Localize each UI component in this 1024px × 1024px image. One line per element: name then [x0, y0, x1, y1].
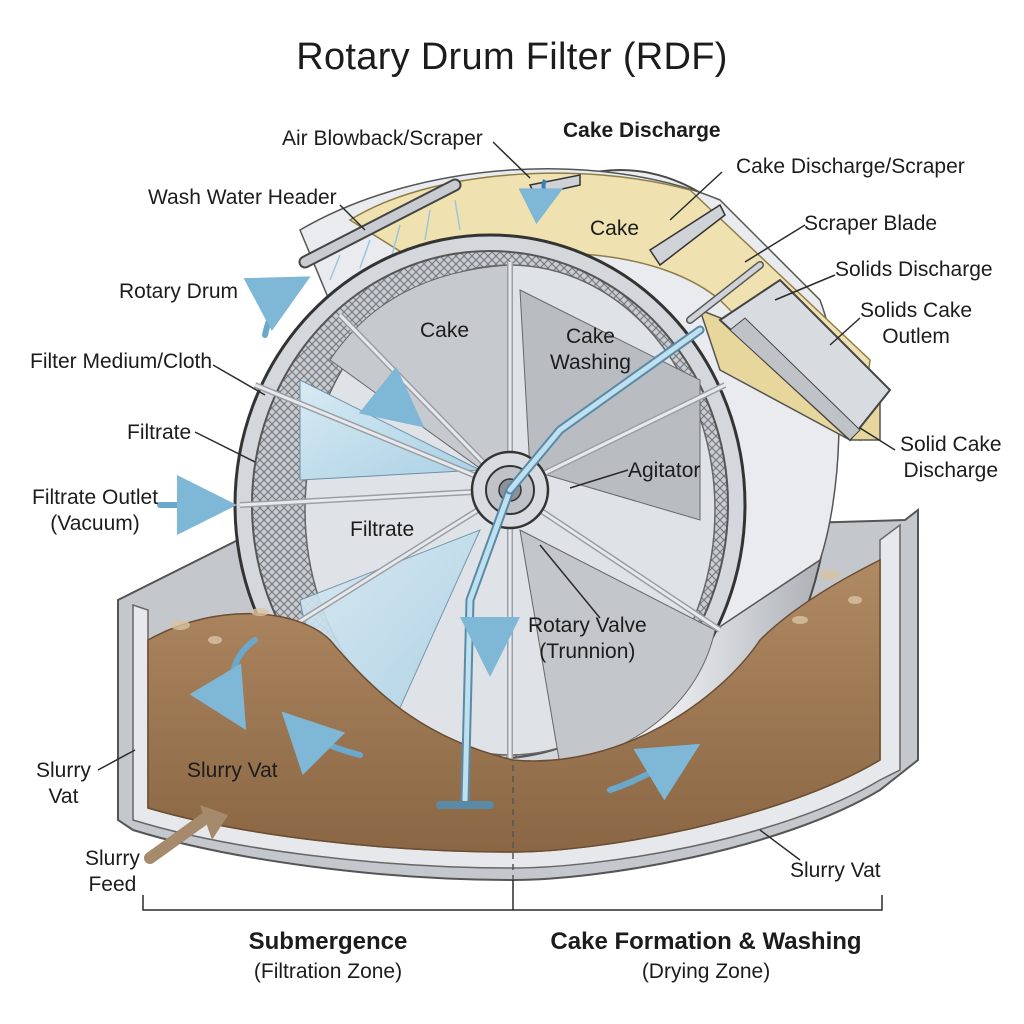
zone-right-title: Cake Formation & Washing — [550, 928, 862, 955]
diagram-title: Rotary Drum Filter (RDF) — [296, 36, 728, 78]
label-cake-washing: Cake Washing — [550, 325, 631, 374]
label-filtrate-left: Filtrate — [127, 421, 192, 444]
label-solids-cake-outlem: Solids Cake Outlem — [860, 299, 973, 348]
zone-brackets — [142, 880, 883, 911]
label-air-blowback: Air Blowback/Scraper — [282, 127, 483, 150]
label-solids-discharge: Solids Discharge — [835, 258, 993, 281]
label-slurry-feed: Slurry Feed — [85, 847, 140, 896]
zone-left-title: Submergence — [248, 928, 408, 955]
label-rotary-drum: Rotary Drum — [119, 280, 239, 303]
label-cake-discharge-top: Cake Discharge — [563, 119, 721, 142]
label-cake-inner: Cake — [420, 319, 470, 342]
zone-left-subtitle: (Filtration Zone) — [253, 960, 403, 983]
label-filtrate-inner: Filtrate — [350, 518, 415, 541]
label-cake-top: Cake — [590, 217, 640, 240]
flow-arrows — [157, 276, 701, 801]
label-slurry-vat-right: Slurry Vat — [790, 859, 881, 882]
wash-water-header — [298, 178, 462, 281]
slurry-feed-arrow — [144, 805, 228, 864]
filtrate-pipes — [436, 325, 705, 809]
label-solid-cake-discharge: Solid Cake Discharge — [900, 433, 1002, 482]
label-filter-medium: Filter Medium/Cloth — [30, 350, 213, 373]
label-slurry-vat-left: Slurry Vat — [36, 759, 91, 808]
leader-lines — [97, 141, 896, 861]
label-rotary-valve: Rotary Valve (Trunnion) — [528, 614, 647, 663]
label-agitator: Agitator — [628, 459, 701, 482]
label-wash-water-header: Wash Water Header — [148, 186, 337, 209]
label-cake-discharge-scraper: Cake Discharge/Scraper — [736, 155, 965, 178]
label-slurry-vat-inner: Slurry Vat — [187, 759, 278, 782]
scraper-blade — [648, 203, 764, 324]
air-blowback-nozzle — [518, 174, 581, 225]
zone-right-subtitle: (Drying Zone) — [641, 960, 771, 983]
label-scraper-blade: Scraper Blade — [804, 212, 938, 235]
label-filtrate-outlet: Filtrate Outlet (Vacuum) — [32, 486, 159, 535]
solids-discharge-chute — [718, 278, 892, 442]
